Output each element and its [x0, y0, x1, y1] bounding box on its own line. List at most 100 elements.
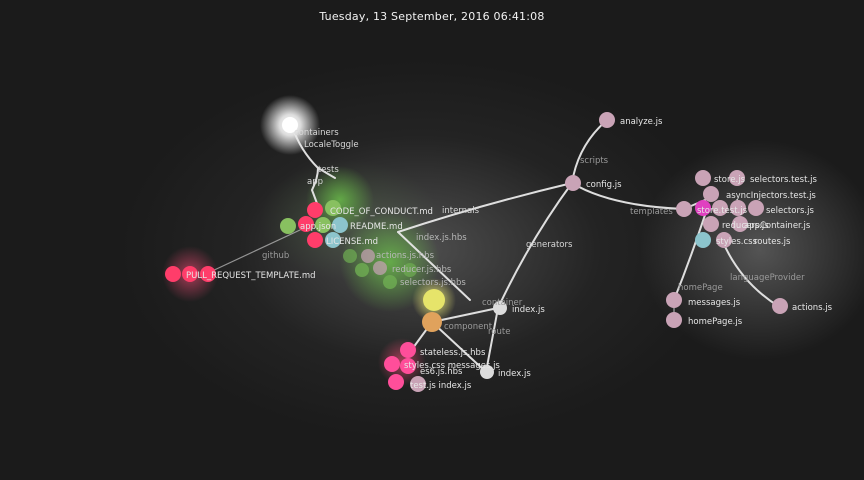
node-hbs-d[interactable]	[355, 263, 369, 277]
label-tests: tests	[318, 165, 339, 175]
label-stateless: stateless.js.hbs	[420, 348, 486, 358]
node-store[interactable]	[695, 170, 711, 186]
node-templates[interactable]	[676, 201, 692, 217]
label-selectors-js: selectors.js	[766, 206, 814, 216]
node-stateless[interactable]	[400, 342, 416, 358]
edge-tests-app	[310, 167, 319, 207]
label-container: container	[482, 298, 523, 308]
nodes	[165, 112, 788, 392]
node-route-index[interactable]	[480, 365, 494, 379]
node-readme-green[interactable]	[325, 200, 341, 216]
label-internals: internals	[442, 206, 480, 216]
label-templates: templates	[630, 207, 673, 217]
node-pull-request-3[interactable]	[200, 266, 216, 282]
label-index-hbs: index.js.hbs	[416, 233, 467, 243]
edge-component-index	[431, 321, 487, 373]
edge-internals-config	[397, 182, 573, 233]
node-homepage-js[interactable]	[666, 312, 682, 328]
node-store-test[interactable]	[695, 200, 711, 216]
timestamp: Tuesday, 13 September, 2016 06:41:08	[319, 10, 545, 23]
node-store-test-2[interactable]	[712, 200, 728, 216]
label-reducers: reducers.js	[722, 221, 769, 231]
node-es6[interactable]	[388, 374, 404, 390]
node-test[interactable]	[410, 376, 426, 392]
label-store-test: store.test.js	[697, 206, 748, 216]
label-reducer-hbs: reducer.js.hbs	[392, 265, 452, 275]
label-config: config.js	[586, 180, 622, 190]
label-languageprovider: languageProvider	[730, 273, 805, 283]
edge-config-analyze	[571, 119, 608, 184]
node-reducers[interactable]	[703, 216, 719, 232]
label-homepage-js: homePage.js	[688, 317, 743, 327]
label-component: component	[444, 322, 493, 332]
node-yellow[interactable]	[423, 289, 445, 311]
node-styles[interactable]	[384, 356, 400, 372]
node-code-of-conduct[interactable]	[307, 202, 323, 218]
label-es6: es6.js.hbs	[420, 367, 463, 377]
node-homepage-dir[interactable]	[666, 292, 682, 308]
label-license: LICENSE.md	[326, 237, 378, 247]
label-selectors-test: selectors.test.js	[750, 175, 817, 185]
edge-internals-container	[397, 231, 471, 301]
label-test-index: test.js index.js	[410, 381, 472, 391]
label-app-json: app.json	[300, 222, 336, 232]
node-hbs-e[interactable]	[383, 275, 397, 289]
label-homepage: homePage	[678, 283, 723, 293]
node-routes[interactable]	[716, 232, 732, 248]
label-route: route	[488, 327, 510, 337]
node-actions[interactable]	[772, 298, 788, 314]
edge-templates-languageprovider	[721, 239, 779, 307]
edge-config-templates	[571, 182, 685, 210]
node-hbs-a[interactable]	[343, 249, 357, 263]
node-async-injectors[interactable]	[703, 186, 719, 202]
node-hbs-f[interactable]	[403, 263, 417, 277]
label-analyze: analyze.js	[620, 117, 663, 127]
label-messages: messages.js	[688, 298, 741, 308]
node-messages[interactable]	[400, 358, 416, 374]
node-pull-request-2[interactable]	[182, 266, 198, 282]
label-index-route: index.js	[498, 369, 531, 379]
node-readme[interactable]	[315, 217, 331, 233]
node-selectors-js-2[interactable]	[748, 200, 764, 216]
label-app: app	[307, 177, 323, 187]
label-containers: containers	[294, 128, 339, 138]
node-styles-css[interactable]	[695, 232, 711, 248]
node-hbs-b[interactable]	[361, 249, 375, 263]
label-github: github	[262, 251, 289, 261]
node-pull-request-1[interactable]	[165, 266, 181, 282]
label-selectors-hbs: selectors.js.hbs	[400, 278, 466, 288]
node-selectors-js[interactable]	[730, 200, 746, 216]
label-styles-css: styles.css	[716, 237, 758, 247]
node-license[interactable]	[307, 232, 323, 248]
node-analyze[interactable]	[599, 112, 615, 128]
label-routes: routes.js	[754, 237, 791, 247]
label-localetoggle: LocaleToggle	[304, 140, 359, 150]
label-async-injectors: asyncInjectors.test.js	[726, 191, 816, 201]
node-containers[interactable]	[282, 117, 298, 133]
node-generators-index[interactable]	[493, 301, 507, 315]
node-app-container[interactable]	[732, 216, 748, 232]
node-selectors-test[interactable]	[729, 170, 745, 186]
label-index-generators: index.js	[512, 305, 545, 315]
node-readme-2[interactable]	[332, 217, 348, 233]
edge-generators-route	[485, 307, 499, 373]
edge-config-generators	[497, 182, 573, 309]
node-hbs-c[interactable]	[373, 261, 387, 275]
label-code-of-conduct: CODE_OF_CONDUCT.md	[330, 207, 433, 217]
directory-labels: containers LocaleToggle tests app intern…	[262, 128, 805, 337]
internals-cluster-glow	[340, 212, 440, 312]
node-app-json[interactable]	[280, 218, 296, 234]
node-orange[interactable]	[422, 312, 442, 332]
label-styles-messages: styles.css messages.js	[404, 361, 500, 371]
node-app-json-2[interactable]	[298, 216, 314, 232]
label-scripts: scripts	[580, 156, 609, 166]
label-app-container: appContainer.js	[744, 221, 811, 231]
file-labels: analyze.js config.js store.js selectors.…	[186, 117, 833, 391]
edge-generators-component	[431, 307, 499, 323]
label-pull-request: PULL_REQUEST_TEMPLATE.md	[186, 271, 316, 281]
label-actions: actions.js	[792, 303, 833, 313]
node-config[interactable]	[565, 175, 581, 191]
node-license-2[interactable]	[325, 232, 341, 248]
